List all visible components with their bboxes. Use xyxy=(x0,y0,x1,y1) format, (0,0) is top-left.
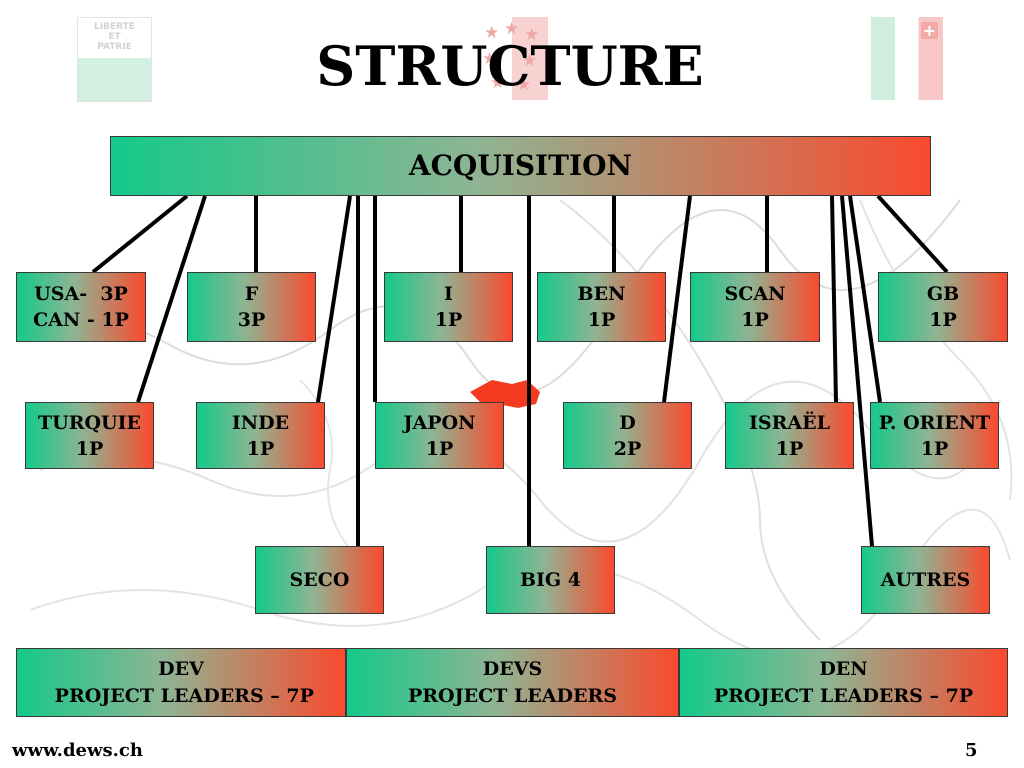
node-inde: INDE 1P xyxy=(196,402,325,469)
geneva-flag-icon: LIBERTÉ ET PATRIE xyxy=(77,17,152,102)
node-usa-can: USA- 3P CAN - 1P xyxy=(16,272,146,342)
node-turquie: TURQUIE 1P xyxy=(25,402,154,469)
bottom-den: DEN PROJECT LEADERS – 7P xyxy=(679,648,1008,717)
node-gb: GB 1P xyxy=(878,272,1008,342)
website-link[interactable]: www.dews.ch xyxy=(12,740,143,761)
node-scan: SCAN 1P xyxy=(690,272,820,342)
bottom-devs: DEVS PROJECT LEADERS xyxy=(346,648,679,717)
page-number: 5 xyxy=(965,740,978,761)
node-seco: SECO xyxy=(255,546,384,614)
bottom-dev: DEV PROJECT LEADERS – 7P xyxy=(16,648,346,717)
swiss-cross-icon: + xyxy=(921,21,938,40)
node-p-orient: P. ORIENT 1P xyxy=(870,402,999,469)
flag-motto: LIBERTÉ ET PATRIE xyxy=(94,22,135,52)
node-d: D 2P xyxy=(563,402,692,469)
node-israel: ISRAËL 1P xyxy=(725,402,854,469)
node-big4: BIG 4 xyxy=(486,546,615,614)
page-title: STRUCTURE xyxy=(316,34,704,98)
node-autres: AUTRES xyxy=(861,546,990,614)
node-i: I 1P xyxy=(384,272,513,342)
node-f: F 3P xyxy=(187,272,316,342)
canton-flag-icon: + xyxy=(871,17,943,100)
node-ben: BEN 1P xyxy=(537,272,666,342)
valais-flag-icon: ★ ★ ★ ★ ★ ★ ★ xyxy=(476,17,548,100)
acquisition-box: ACQUISITION xyxy=(110,136,931,196)
node-japon: JAPON 1P xyxy=(375,402,504,469)
